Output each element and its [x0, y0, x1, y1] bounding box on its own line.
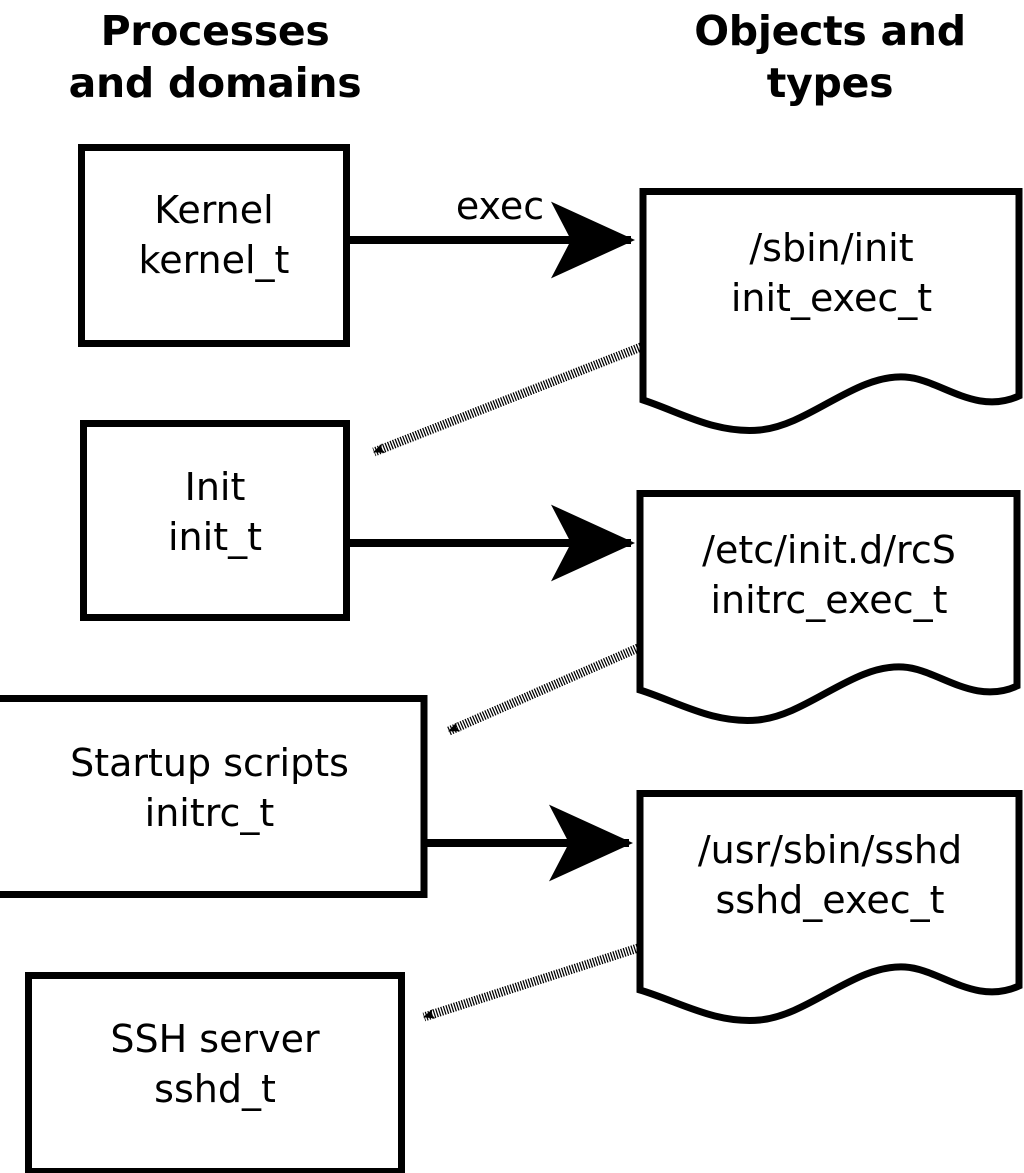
process-box-init: [80, 420, 350, 621]
process-box-initrc: [0, 695, 428, 898]
column-header-objects: Objects and types: [694, 7, 966, 107]
edge-sshd-exec-to-sshd: [422, 943, 640, 1022]
edge-init-exec-to-init: [372, 342, 643, 457]
edge-label-exec: exec: [455, 184, 545, 228]
object-doc-sshd-exec: [636, 790, 1023, 1024]
process-box-sshd: [25, 972, 405, 1173]
object-doc-initrc-exec: [636, 490, 1021, 724]
process-box-kernel: [78, 144, 350, 347]
object-doc-init-exec: [639, 188, 1023, 434]
edge-initrc-exec-to-initrc: [447, 643, 640, 736]
column-header-processes: Processes and domains: [68, 7, 362, 107]
